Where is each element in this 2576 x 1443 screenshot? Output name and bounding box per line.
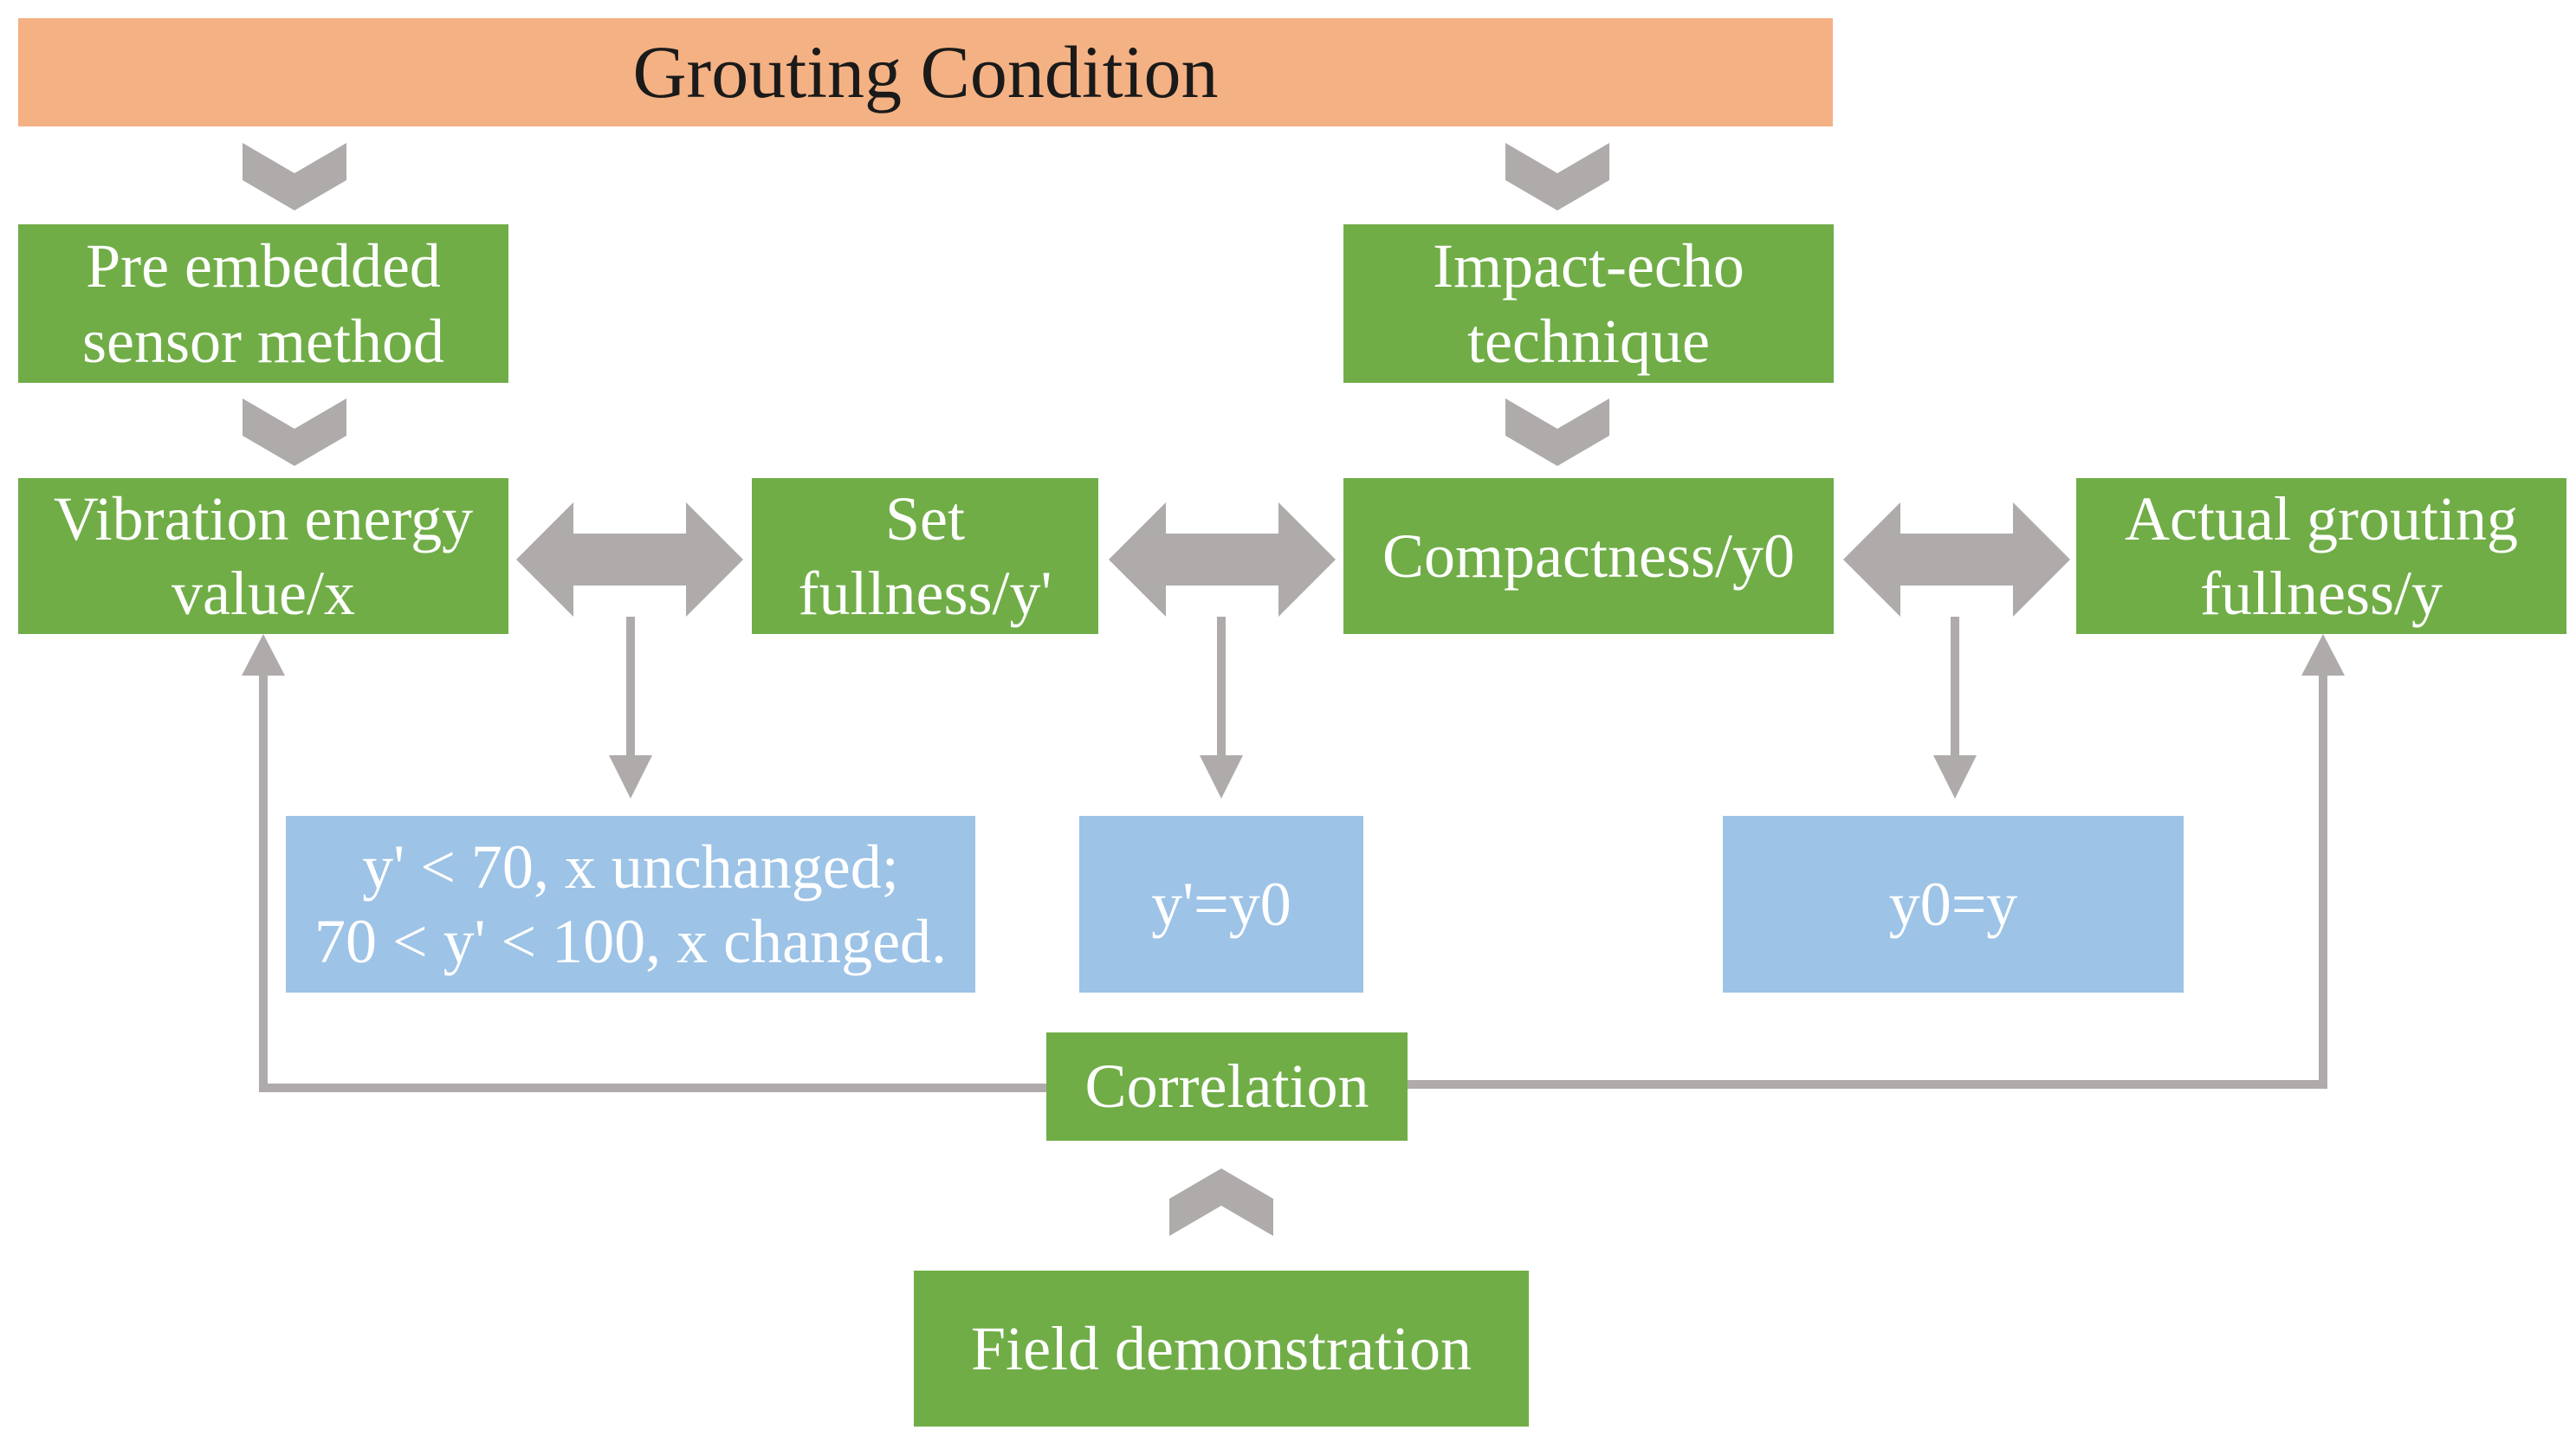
chevron-down-icon xyxy=(243,143,346,210)
box-line: Impact-echo xyxy=(1433,231,1744,301)
box-line: 70 < y' < 100, x changed. xyxy=(314,907,948,976)
equation-box-2: y0=y xyxy=(1723,816,2184,993)
arrowhead-up-icon xyxy=(2301,634,2345,676)
box-line: technique xyxy=(1467,306,1710,376)
chevron-down-icon xyxy=(1505,398,1609,466)
vibration-energy-box: Vibration energy value/x xyxy=(18,478,508,634)
set-fullness-box: Set fullness/y' xyxy=(752,478,1098,634)
equation-box-1: y'=y0 xyxy=(1079,816,1363,993)
box-line: y0=y xyxy=(1888,869,2018,939)
arrowhead-down-icon xyxy=(609,755,652,799)
correlation-box: Correlation xyxy=(1046,1032,1408,1141)
impact-echo-box: Impact-echo technique xyxy=(1343,224,1834,383)
feedback-line-left xyxy=(259,667,1046,1092)
fullness-rule-box: y' < 70, x unchanged; 70 < y' < 100, x c… xyxy=(286,816,975,993)
box-line: fullness/y xyxy=(2200,559,2443,628)
compactness-box: Compactness/y0 xyxy=(1343,478,1834,634)
box-line: Set xyxy=(884,483,965,553)
arrowhead-down-icon xyxy=(1933,755,1977,799)
field-demonstration-box: Field demonstration xyxy=(914,1271,1529,1427)
box-line: value/x xyxy=(172,559,355,628)
double-arrow-icon xyxy=(516,502,743,617)
box-line: y'=y0 xyxy=(1151,869,1291,939)
box-line: Compactness/y0 xyxy=(1382,521,1795,591)
arrowhead-down-icon xyxy=(1200,755,1243,799)
box-line: sensor method xyxy=(82,306,444,376)
chevron-down-icon xyxy=(1505,143,1609,210)
grouting-condition-header: Grouting Condition xyxy=(18,18,1833,126)
chevron-up-icon xyxy=(1169,1168,1273,1236)
box-line: Actual grouting xyxy=(2125,483,2518,553)
box-line: y' < 70, x unchanged; xyxy=(362,832,899,902)
chevron-down-icon xyxy=(243,398,346,466)
feedback-line-right xyxy=(1408,667,2327,1089)
box-line: fullness/y' xyxy=(798,559,1052,628)
box-line: Vibration energy xyxy=(53,483,474,553)
actual-grouting-fullness-box: Actual grouting fullness/y xyxy=(2076,478,2566,634)
double-arrow-icon xyxy=(1843,502,2070,617)
header-title: Grouting Condition xyxy=(632,29,1219,113)
box-line: Correlation xyxy=(1084,1052,1369,1122)
double-arrow-icon xyxy=(1109,502,1336,617)
pre-embedded-sensor-box: Pre embedded sensor method xyxy=(18,224,508,383)
box-line: Pre embedded xyxy=(86,231,441,301)
box-line: Field demonstration xyxy=(971,1313,1472,1383)
arrowhead-up-icon xyxy=(242,634,285,676)
